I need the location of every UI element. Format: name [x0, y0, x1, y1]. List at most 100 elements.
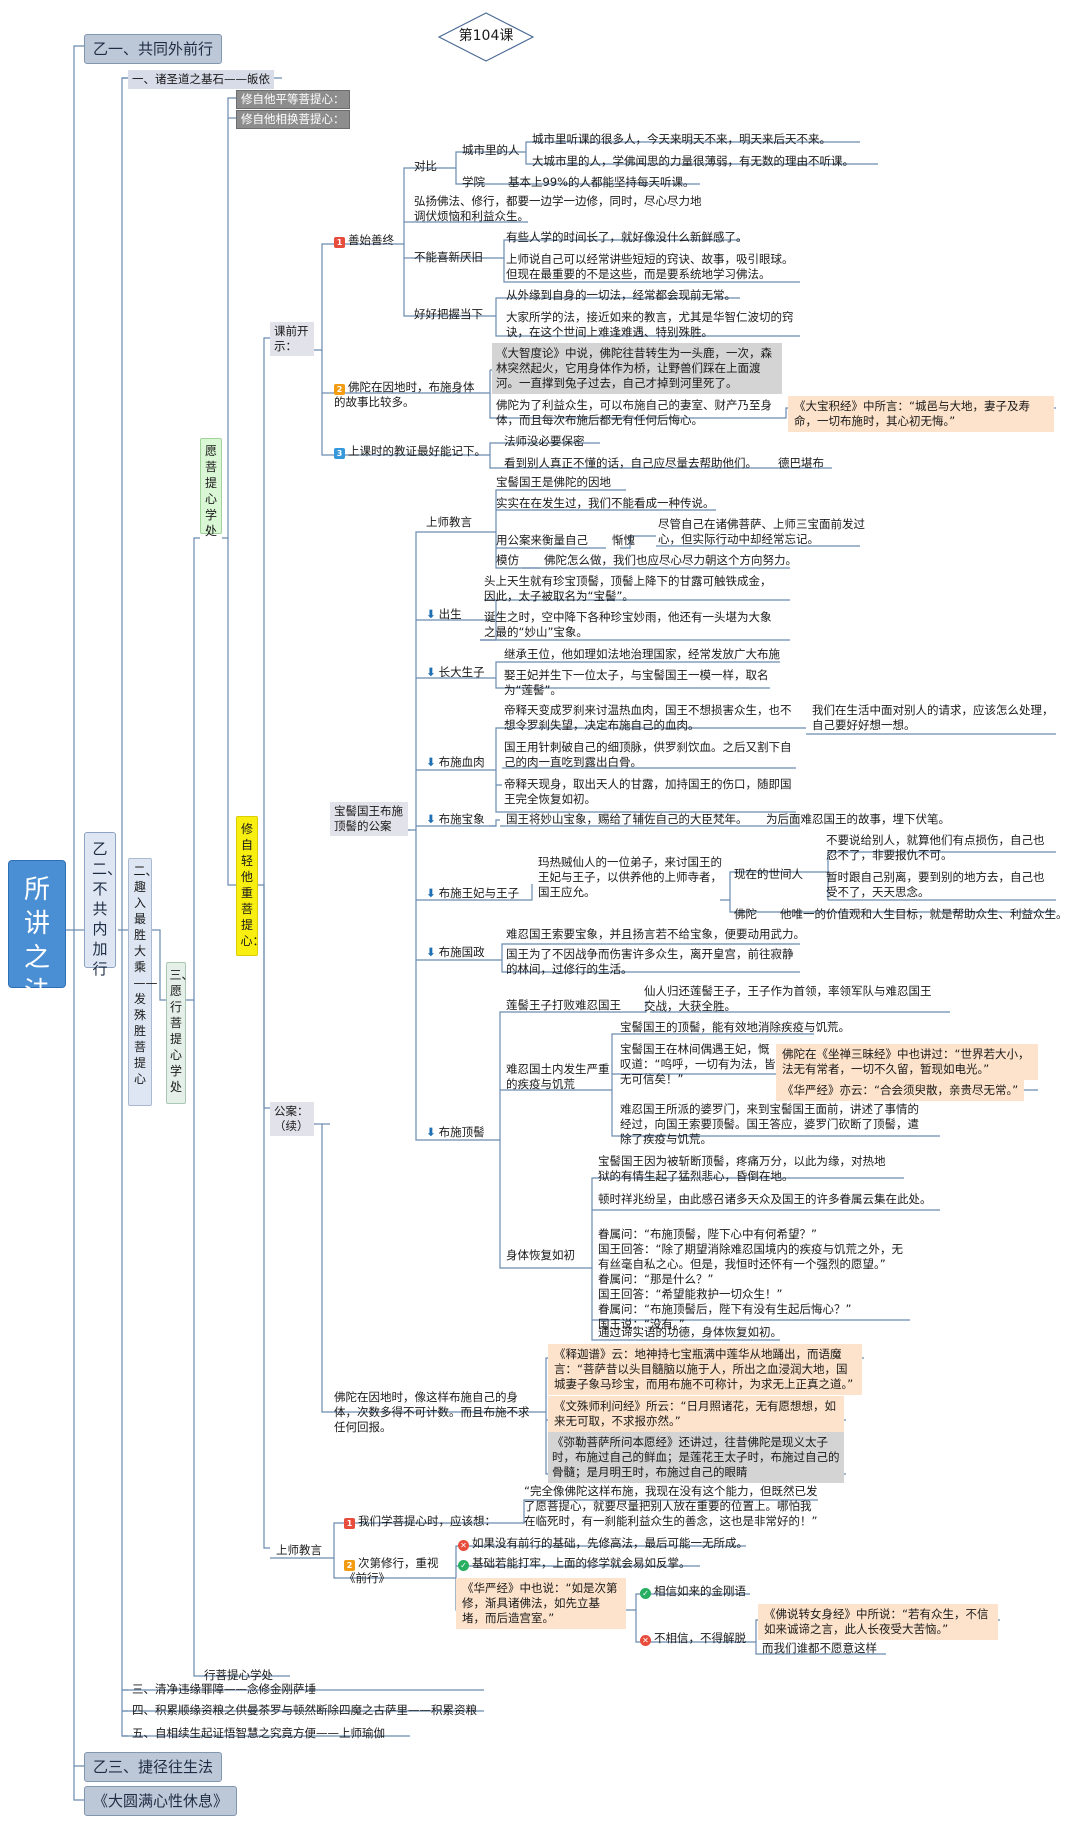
story-gz[interactable]: ⬇布施国政 [426, 945, 485, 960]
teach-k2a: ✕如果没有前行的基础，先修高法，最后可能一无所成。 [458, 1536, 748, 1551]
story-xr3-text: 国王用针刺破自己的细顶脉，供罗刹饮血。之后又割下自己的肉一直吃到露出白骨。 [504, 740, 792, 769]
l2-fa-putixin[interactable]: 二、趣入最胜大乘——发殊胜菩提心 [128, 858, 158, 1106]
story-zd-label: 长大生子 [438, 665, 485, 679]
story-cs1-text: 头上天生就有珍宝顶髻，顶髻上降下的甘露可触铁成金，因此，太子被取名为“宝髻”。 [484, 574, 772, 603]
l3-yuanxing-putixin[interactable]: 三、愿行菩提心学处 [166, 962, 194, 1104]
section-shangshi-jiaoyan[interactable]: 上师教言 [276, 1543, 322, 1558]
story-bx2: 为后面难忍国王的故事，埋下伏笔。 [766, 812, 950, 827]
story-fz4: 暂时跟自己别离，要到别的地方去，自己也受不了，天天思念。 [826, 870, 1048, 900]
intro-d2-text: 佛陀为了利益众生，可以布施自己的妻室、财产乃至身体，而且每次布施后都无有任何后悔… [496, 398, 772, 427]
story-xr4: 帝释天现身，取出天人的甘露，加持国王的伤口，随即国王完全恢复如初。 [504, 777, 794, 807]
story-dj11-text: 顿时祥兆纷呈，由此感召诸多天众及国王的许多眷属云集在此处。 [598, 1192, 932, 1206]
story-bx[interactable]: ⬇布施宝象 [426, 812, 485, 827]
story-dj4-text: 宝髻国王的顶髻，能有效地消除疾疫与饥荒。 [620, 1020, 850, 1034]
intro-h2: 大家所学的法，接近如来的教言，尤其是华智仁波切的窍诀，在这个世间上难逢难遇、特别… [506, 310, 796, 340]
story-dj1[interactable]: 莲髻王子打败难忍国王 [506, 998, 621, 1013]
l2-label: 四、积累顺缘资粮之供曼茶罗与顿然断除四魔之古萨里——积累资粮 [132, 1703, 477, 1717]
teach-k2e[interactable]: ✕不相信，不得解脱 [640, 1631, 746, 1646]
story-yd3: 《弥勒菩萨所问本愿经》还讲过，往昔佛陀是现义太子时，布施过自己的鲜血；是莲花王太… [548, 1432, 844, 1483]
l5-zita-xianghuan[interactable]: 修自他相换菩提心： [236, 110, 350, 129]
l2-shangshi-yujia[interactable]: 五、自相续生起证悟智慧之究竟方便——上师瑜伽 [132, 1726, 385, 1741]
story-dj9[interactable]: 身体恢复如初 [506, 1248, 575, 1263]
story-dj12: 眷属问：“布施顶髻，陛下心中有何希望？” 国王回答：“除了期望消除难忍国境内的疾… [598, 1212, 908, 1332]
story-fz1: 玛热贼仙人的一位弟子，来讨国王的王妃与王子，以供养他的上师寺者，国王应允。 [538, 855, 722, 900]
story-zd[interactable]: ⬇长大生子 [426, 665, 485, 680]
l1-bugong-neijiaxing[interactable]: 乙二、不共内加行 [84, 832, 122, 978]
story-yd[interactable]: 佛陀在因地时，像这样布施自己的身体，次数多得不可计数。而且布施不求任何回报。 [334, 1390, 534, 1435]
story-gz2-text: 国王为了不因战争而伤害许多众生，离开皇宫，前往寂静的林间，过修行的生活。 [506, 947, 794, 976]
story-jy[interactable]: 上师教言 [426, 515, 472, 530]
story-cs1: 头上天生就有珍宝顶髻，顶髻上降下的甘露可触铁成金，因此，太子被取名为“宝髻”。 [484, 574, 774, 604]
l1-label: 乙三、捷径往生法 [93, 1758, 214, 1776]
lesson-title-diamond: 第104课 [438, 12, 534, 62]
story-fz3-text: 不要说给别人，就算他们有点损伤，自己也忍不了，非要报仇不可。 [826, 833, 1045, 862]
intro-haohao[interactable]: 好好把握当下 [414, 307, 483, 322]
cross-icon: ✕ [458, 1540, 469, 1551]
story-gz1: 难忍国王索要宝象，并且扬言若不给宝象，便要动用武力。 [506, 927, 805, 942]
story-main[interactable]: 宝髻国王布施顶髻的公案 [330, 802, 408, 836]
intro-chengshi-label: 城市里的人 [462, 143, 520, 157]
story-dj2-text: 仙人归还莲髻王子，王子作为首领，率领军队与难忍国王交战，大获全胜。 [644, 984, 932, 1013]
story-fz5[interactable]: 佛陀 [734, 907, 757, 922]
intro-buneng[interactable]: 不能喜新厌旧 [414, 250, 483, 265]
intro-duibi-label: 对比 [414, 159, 437, 173]
l1-dayuanman[interactable]: 《大圆满心性休息》 [84, 1786, 238, 1816]
story-xr2: 我们在生活中面对别人的请求，应该怎么处理，自己要好好想一想。 [812, 703, 1056, 733]
l4-label: 行菩提心学处 [204, 1668, 273, 1682]
l1-jiejing-wangshengfa[interactable]: 乙三、捷径往生法 [84, 1752, 223, 1782]
story-jy6[interactable]: 模仿 [496, 553, 519, 568]
story-dj3[interactable]: 难忍国土内发生严重的疾疫与饥荒 [506, 1062, 610, 1092]
l5-zita-pingdeng[interactable]: 修自他平等菩提心： [236, 90, 350, 109]
l1-gongtong-waiqianxing[interactable]: 乙一、共同外前行 [84, 34, 223, 64]
intro-chengshi[interactable]: 城市里的人 [462, 143, 520, 158]
story-dj-label: 布施顶髻 [438, 1125, 485, 1139]
story-gz2: 国王为了不因战争而伤害许多众生，离开皇宫，前往寂静的林间，过修行的生活。 [506, 947, 796, 977]
section-gongan[interactable]: 公案：（续） [270, 1102, 314, 1136]
story-fz[interactable]: ⬇布施王妃与王子 [426, 886, 519, 901]
story-dj[interactable]: ⬇布施顶髻 [426, 1125, 485, 1140]
marker-2-icon: 2 [334, 384, 345, 395]
l5-ziqing-tazhong[interactable]: 修自轻他重菩提心： [236, 816, 265, 956]
story-xr4-text: 帝释天现身，取出天人的甘露，加持国王的伤口，随即国王完全恢复如初。 [504, 777, 792, 806]
story-cs[interactable]: ⬇出生 [426, 607, 462, 622]
l2-jingang-saduo[interactable]: 三、清净违缘罪障——念修金刚萨埵 [132, 1682, 316, 1697]
arrow-down-icon: ⬇ [426, 812, 436, 826]
story-dj6: 佛陀在《坐禅三昧经》中也讲过：“世界若大小，法无有常者，一切不久留，暂现如电光。… [776, 1044, 1038, 1080]
story-fz4-text: 暂时跟自己别离，要到别的地方去，自己也受不了，天天思念。 [826, 870, 1045, 899]
story-dj2: 仙人归还莲髻王子，王子作为首领，率领军队与难忍国王交战，大获全胜。 [644, 984, 934, 1014]
l2-label: 三、清净违缘罪障——念修金刚萨埵 [132, 1682, 316, 1696]
l2-label: 二、趣入最胜大乘——发殊胜菩提心 [133, 864, 158, 1086]
story-xr[interactable]: ⬇布施血肉 [426, 755, 485, 770]
story-jy3[interactable]: 用公案来衡量自己 [496, 533, 588, 548]
l2-guiyi[interactable]: 一、诸圣道之基石——皈依 [128, 70, 274, 89]
teach-k2a-text: 如果没有前行的基础，先修高法，最后可能一无所成。 [472, 1536, 748, 1550]
teach-k2d[interactable]: ✓相信如来的金刚语 [640, 1584, 746, 1599]
section-kq-kaishi[interactable]: 课前开示： [270, 322, 314, 356]
story-fz-label: 布施王妃与王子 [438, 886, 520, 900]
story-yd3-text: 《弥勒菩萨所问本愿经》还讲过，往昔佛陀是现义太子时，布施过自己的鲜血；是莲花王太… [552, 1435, 840, 1479]
story-zd1: 继承王位，他如理如法地治理国家，经常发放广大布施 [504, 647, 780, 662]
intro-c2-text: 大城市里的人，学佛闻思的力量很薄弱，有无数的理由不听课。 [532, 154, 854, 168]
story-dj10-text: 宝髻国王因为被斩断顶髻，疼痛万分，以此为缘，对热地狱的有情生起了猛烈悲心，昏倒在… [598, 1154, 886, 1183]
l2-ziliang[interactable]: 四、积累顺缘资粮之供曼茶罗与顿然断除四魔之古萨里——积累资粮 [132, 1703, 477, 1718]
story-fz2[interactable]: 现在的世间人 [734, 867, 803, 882]
intro-xueyuan-label: 学院 [462, 175, 485, 189]
l4-yuan-putixin-xuechu[interactable]: 愿菩提心学处 [200, 438, 222, 538]
intro-d3-text: 《大宝积经》中所言：“城邑与大地，妻子及寿命，一切布施时，其心初无悔。” [794, 399, 1030, 428]
l4-xing-putixin-xuechu[interactable]: 行菩提心学处 [204, 1668, 273, 1683]
story-zd2: 娶王妃并生下一位太子，与宝髻国王一模一样，取名为“莲髻”。 [504, 668, 772, 698]
story-bx1: 国王将妙山宝象，赐给了辅佐自己的大臣梵年。 [506, 812, 748, 827]
arrow-down-icon: ⬇ [426, 945, 436, 959]
intro-duibi[interactable]: 对比 [414, 159, 437, 174]
story-dj11: 顿时祥兆纷呈，由此感召诸多天众及国王的许多眷属云集在此处。 [598, 1192, 932, 1207]
story-jy5: 尽管自己在诸佛菩萨、上师三宝面前发过心，但实际行动中却经常忘记。 [658, 517, 882, 547]
arrow-down-icon: ⬇ [426, 665, 436, 679]
story-xr2-text: 我们在生活中面对别人的请求，应该怎么处理，自己要好好想一想。 [812, 703, 1054, 732]
intro-b2: 上师说自己可以经常讲些短短的窍诀、故事，吸引眼球。但现在最重要的不是这些，而是要… [506, 252, 796, 282]
intro-xueyuan[interactable]: 学院 [462, 175, 485, 190]
